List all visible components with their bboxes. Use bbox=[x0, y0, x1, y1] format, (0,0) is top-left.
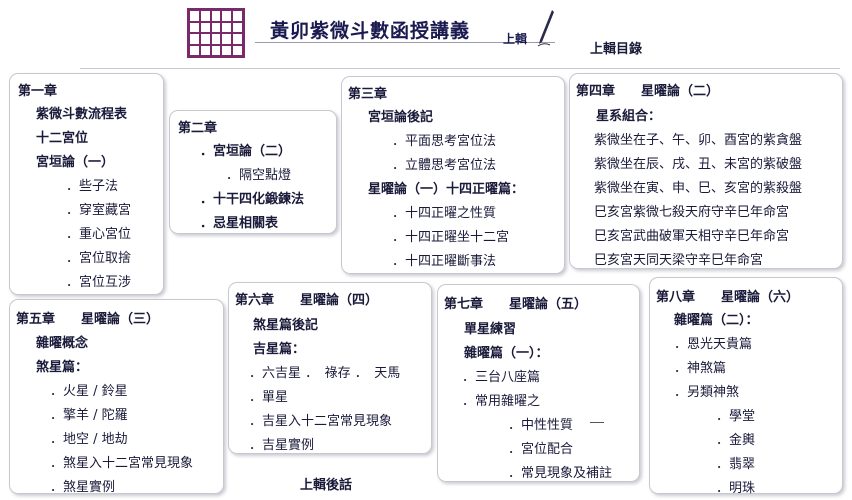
ch7-line: 雜曜篇（一）： bbox=[464, 346, 549, 361]
ch1-line: 宮垣論（一） bbox=[36, 155, 115, 170]
chapter-2-box: 第二章 ．宮垣論（二） ．隔空點燈 ．十干四化鍛鍊法 ．忌星相關表 bbox=[169, 110, 337, 234]
list-item: ．中性性質 bbox=[508, 418, 574, 433]
ch2-line: ．隔空點燈 bbox=[226, 168, 292, 183]
chapter-6-box: 第六章 星曜論（四） 煞星篇後記 吉星篇： ．六吉星 ． 祿存 ． 天馬 ．單星… bbox=[228, 282, 432, 454]
ch3-line: ．十四正曜坐十二宮 bbox=[392, 230, 510, 245]
list-item: 巳亥宮紫微七殺天府守辛巳年命宮 bbox=[594, 205, 790, 220]
divider bbox=[80, 68, 840, 69]
ch2-line: ．十干四化鍛鍊法 bbox=[200, 192, 305, 207]
list-item: ．穿室藏宮 bbox=[66, 203, 132, 218]
chapter-3-heading: 第三章 bbox=[348, 87, 388, 102]
list-item: ．重心宮位 bbox=[66, 227, 132, 242]
ch6-line: 吉星篇： bbox=[253, 342, 306, 357]
list-item: ．翡翠 bbox=[716, 457, 756, 472]
list-item: ．宮位配合 bbox=[508, 442, 574, 457]
chapter-4-box: 第四章 星曜論（二） 星系組合： 紫微坐在子、午、卯、酉宮的紫貪盤 紫微坐在辰、… bbox=[569, 73, 843, 269]
ch1-line: 十二宮位 bbox=[36, 131, 89, 146]
list-item: ．明珠 bbox=[716, 481, 756, 496]
title-underline bbox=[255, 42, 555, 43]
chapter-6-heading: 第六章 星曜論（四） bbox=[235, 293, 379, 308]
ch3-line: 星曜論（一）十四正曜篇： bbox=[368, 182, 525, 197]
ch5-line: 煞星篇： bbox=[36, 360, 89, 375]
ch8-line: 雜曜篇（二）： bbox=[674, 313, 759, 328]
ch3-line: ．平面思考宮位法 bbox=[392, 134, 497, 149]
afterword-label: 上輯後話 bbox=[300, 478, 353, 493]
list-item: ．常見現象及補註 bbox=[508, 466, 613, 481]
ch3-line: ．十四正曜之性質 bbox=[392, 206, 497, 221]
chapter-8-heading: 第八章 星曜論（六） bbox=[656, 290, 800, 305]
chapter-7-box: 第七章 星曜論（五） 單星練習 雜曜篇（一）： ．三台八座篇 ．常用雜曜之 ．中… bbox=[437, 284, 640, 482]
chapter-3-box: 第三章 宮垣論後記 ．平面思考宮位法 ．立體思考宮位法 星曜論（一）十四正曜篇：… bbox=[341, 76, 565, 274]
ch8-line: ．神煞篇 bbox=[674, 361, 727, 376]
chapter-2-heading: 第二章 bbox=[178, 121, 218, 136]
logo-grid-icon bbox=[187, 8, 245, 58]
toc-title: 上輯目錄 bbox=[590, 42, 643, 57]
connector-line bbox=[590, 422, 604, 423]
list-item: ．煞星實例 bbox=[50, 480, 116, 495]
ch3-line: ．立體思考宮位法 bbox=[392, 158, 497, 173]
ch8-line: ．另類神煞 bbox=[674, 385, 740, 400]
ch3-line: ．十四正曜斷事法 bbox=[392, 254, 497, 269]
ch7-line: ．三台八座篇 bbox=[462, 370, 541, 385]
list-item: ．擎羊 / 陀羅 bbox=[50, 408, 128, 423]
volume-label: 上輯 bbox=[503, 32, 528, 46]
ch7-line: 單星練習 bbox=[464, 322, 517, 337]
list-item: ．火星 / 鈴星 bbox=[50, 384, 128, 399]
list-item: ．吉星實例 bbox=[249, 438, 315, 453]
ch5-line: 雜曜概念 bbox=[36, 336, 89, 351]
list-item: 紫微坐在子、午、卯、酉宮的紫貪盤 bbox=[594, 133, 803, 148]
ch6-line: 煞星篇後記 bbox=[253, 318, 319, 333]
list-item: 巳亥宮武曲破軍天相守辛巳年命宮 bbox=[594, 229, 790, 244]
list-item: ．金輿 bbox=[716, 433, 756, 448]
list-item: ．宮位取捨 bbox=[66, 251, 132, 266]
chapter-5-heading: 第五章 星曜論（三） bbox=[16, 312, 160, 327]
list-item: ．吉星入十二宮常見現象 bbox=[249, 414, 393, 429]
chapter-8-box: 第八章 星曜論（六） 雜曜篇（二）： ．恩光天貴篇 ．神煞篇 ．另類神煞 ．學堂… bbox=[649, 277, 843, 496]
chapter-7-heading: 第七章 星曜論（五） bbox=[444, 297, 588, 312]
list-item: ．宮位互涉 bbox=[66, 275, 132, 290]
ch1-line: 紫微斗數流程表 bbox=[36, 107, 128, 122]
ch2-line: ．忌星相關表 bbox=[200, 216, 279, 231]
ch4-line: 星系組合： bbox=[596, 109, 662, 124]
page-title: 黃卯紫微斗數函授講義 bbox=[270, 20, 471, 42]
chapter-1-box: 第一章 紫微斗數流程表 十二宮位 宮垣論（一） ．些子法 ．穿室藏宮 ．重心宮位… bbox=[9, 73, 164, 295]
list-item: 紫微坐在寅、申、巳、亥宮的紫殺盤 bbox=[594, 181, 803, 196]
list-item: ．地空 / 地劫 bbox=[50, 432, 128, 447]
ch7-line: ．常用雜曜之 bbox=[462, 394, 541, 409]
list-item: ．六吉星 ． 祿存 ． 天馬 bbox=[249, 366, 401, 381]
ch8-line: ．恩光天貴篇 bbox=[674, 337, 753, 352]
list-item: ．單星 bbox=[249, 390, 289, 405]
ch3-line: 宮垣論後記 bbox=[368, 110, 434, 125]
pen-icon bbox=[537, 10, 554, 47]
chapter-1-heading: 第一章 bbox=[18, 84, 58, 99]
list-item: ．煞星入十二宮常見現象 bbox=[50, 456, 194, 471]
chapter-5-box: 第五章 星曜論（三） 雜曜概念 煞星篇： ．火星 / 鈴星 ．擎羊 / 陀羅 ．… bbox=[9, 299, 224, 495]
list-item: 紫微坐在辰、戌、丑、未宮的紫破盤 bbox=[594, 157, 803, 172]
list-item: ．學堂 bbox=[716, 409, 756, 424]
list-item: ．些子法 bbox=[66, 179, 119, 194]
list-item: 巳亥宮天同天梁守辛巳年命宮 bbox=[594, 253, 764, 268]
chapter-4-heading: 第四章 星曜論（二） bbox=[576, 84, 720, 99]
ch2-line: ．宮垣論（二） bbox=[200, 144, 292, 159]
